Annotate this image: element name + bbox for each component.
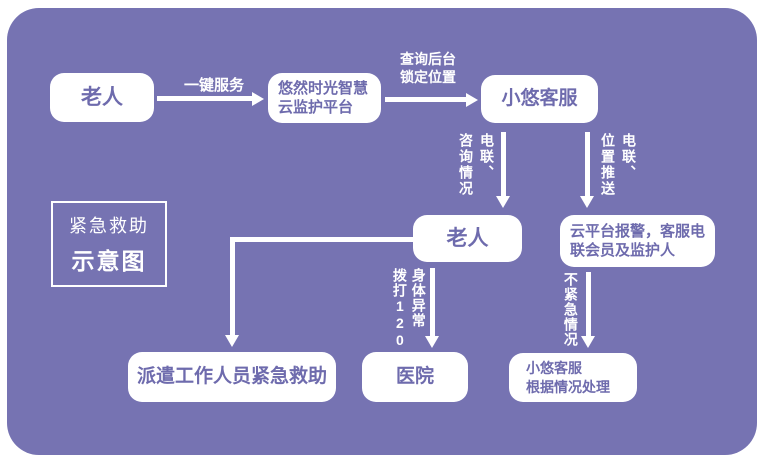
arrow-elder2-dispatch-head bbox=[225, 335, 239, 347]
diagram-title-line1: 紧急救助 bbox=[69, 216, 149, 236]
edge-label-not-urgent: 不紧急情况 bbox=[562, 272, 579, 347]
node-dispatch-staff: 派遣工作人员紧急救助 bbox=[128, 352, 336, 402]
arrow-alarm-handle-shaft bbox=[586, 272, 591, 338]
arrow-elder1-platform-head bbox=[252, 92, 264, 106]
edge-label-one-key-service: 一键服务 bbox=[183, 77, 244, 94]
node-elder-1: 老人 bbox=[50, 73, 154, 122]
arrow-elder2-hospital-head bbox=[425, 336, 439, 348]
edge-label-call-inquire: 电联、 咨询情况 bbox=[458, 133, 495, 197]
arrow-elder2-hospital-shaft bbox=[430, 268, 435, 338]
diagram-title-line2: 示意图 bbox=[71, 248, 147, 274]
arrow-elder1-platform-shaft bbox=[157, 96, 253, 101]
node-hospital: 医院 bbox=[362, 352, 468, 402]
arrow-service-elder2-head bbox=[496, 196, 510, 208]
node-elder-2: 老人 bbox=[413, 215, 522, 262]
edge-label-query-backend: 查询后台 锁定位置 bbox=[400, 51, 456, 86]
arrow-service-alarm-shaft bbox=[585, 132, 590, 198]
edge-label-body-abnormal: 身体异常 拨打120 bbox=[391, 268, 427, 349]
node-cloud-platform: 悠然时光智慧 云监护平台 bbox=[268, 73, 381, 123]
edge-label-call-push: 电联、 位置推送 bbox=[600, 133, 637, 197]
arrow-alarm-handle-head bbox=[581, 336, 595, 348]
node-customer-service: 小悠客服 bbox=[481, 75, 598, 123]
node-service-handle: 小悠客服 根据情况处理 bbox=[509, 353, 637, 402]
arrow-service-alarm-head bbox=[580, 196, 594, 208]
diagram-title-box: 紧急救助 示意图 bbox=[51, 201, 167, 287]
arrow-service-elder2-shaft bbox=[501, 132, 506, 198]
arrow-platform-service-head bbox=[466, 93, 478, 107]
node-cloud-alarm: 云平台报警，客服电 联会员及监护人 bbox=[560, 215, 715, 267]
arrow-elder2-dispatch-hshaft bbox=[230, 237, 413, 242]
arrow-platform-service-shaft bbox=[385, 97, 467, 102]
arrow-elder2-dispatch-vshaft bbox=[230, 237, 235, 337]
